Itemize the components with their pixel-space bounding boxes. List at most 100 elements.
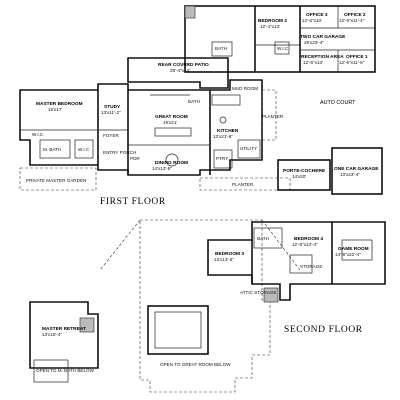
rear-patio-outline (127, 57, 229, 89)
room-label-master-bedroom: MASTER BEDROOM (36, 101, 83, 107)
label-powder: PDR (130, 156, 140, 161)
second-floor-title: SECOND FLOOR (284, 325, 363, 335)
label-planter-front: PLANTER (232, 182, 254, 187)
room-label-master-retreat: MASTER RETREAT (42, 326, 86, 332)
room-label-office1: OFFICE 1 (346, 54, 368, 60)
room-dim-bedroom2: 12'-4"x13' (260, 24, 280, 29)
room-dim-master-bedroom: 15'x17' (48, 107, 62, 112)
upstairs-bedroom-wing: BEDROOM 3 13'x13'-6" BEDROOM 4 12'-8"x13… (207, 221, 386, 303)
room-label-reception: RECEPTION AREA (301, 54, 344, 60)
room-label-office3: OFFICE 3 (306, 12, 328, 18)
label-master-wic: W.I.C (78, 147, 90, 152)
room-dim-one-car-garage: 13'x23'-4" (340, 172, 360, 177)
room-dim-rear-patio: 28'-4"x14' (170, 68, 190, 73)
open-to-great-room-inner (154, 311, 202, 349)
room-label-game-room: GAME ROOM (338, 246, 369, 252)
room-dim-two-car-garage: 28'x23'-4" (304, 40, 324, 45)
bath-box (211, 41, 233, 57)
room-dim-master-retreat: 13'x15'-4" (42, 332, 62, 337)
label-open-to-master-bath: OPEN TO M. BATH BELOW (36, 368, 95, 373)
room-dim-porte-cochere: 14'x20' (292, 174, 306, 179)
master-retreat-stair (79, 317, 95, 333)
label-master-bath: M. BATH (43, 147, 61, 152)
label-open-to-great-room: OPEN TO GREAT ROOM BELOW (160, 362, 231, 367)
room-dim-kitchen: 13'x21'-8" (213, 134, 233, 139)
room-label-one-car-garage: ONE CAR GARAGE (334, 166, 379, 172)
first-floor-title: FIRST FLOOR (100, 197, 166, 207)
office-wing-outline (184, 5, 376, 73)
room-dim-office2: 12'-6"x11'-4" (339, 18, 365, 23)
hatch-corner (184, 5, 196, 19)
label-mud-room: MUD ROOM (232, 86, 258, 91)
room-dim-bedroom4: 12'-8"x13'-4" (292, 242, 318, 247)
second-floor: OPEN TO GREAT ROOM BELOW BEDROOM 3 13'x1… (29, 219, 386, 393)
label-foyer: FOYER (103, 133, 120, 138)
room-dim-reception: 12'-6"x13' (303, 60, 323, 65)
office-wing: BEDROOM 2 12'-4"x13' OFFICE 3 12'-6"x10'… (184, 5, 376, 73)
label-entry-porch: ENTRY PORCH (103, 150, 136, 155)
open-to-great-room: OPEN TO GREAT ROOM BELOW (147, 305, 231, 367)
room-label-dining-room: DINING ROOM (155, 160, 188, 166)
label-wic-master-closet: W.I.C (32, 132, 44, 137)
porte-cochere: PORTE-COCHERE 14'x20' (277, 159, 331, 191)
master-retreat-outline (29, 301, 99, 369)
label-utility: UTILITY (240, 146, 257, 151)
one-car-garage-outline (331, 147, 383, 195)
room-label-study: STUDY (104, 104, 121, 110)
bath-upstairs-box (253, 227, 283, 249)
room-dim-office1: 12'-6"x11'-6" (339, 60, 365, 65)
open-to-master-bath-box (33, 359, 69, 383)
master-wic-box (74, 139, 94, 159)
kitchen-sink (219, 116, 227, 124)
master-retreat: MASTER RETREAT 13'x15'-4" OPEN TO M. BAT… (29, 301, 99, 383)
room-label-office2: OFFICE 2 (344, 12, 366, 18)
room-dim-office3: 12'-6"x10' (302, 18, 322, 23)
label-wic-upper: W.I.C (277, 46, 289, 51)
label-bath-upper: BATH (215, 46, 227, 51)
room-dim-study: 13'x11'-2" (101, 110, 121, 115)
master-bath-box (39, 139, 71, 159)
porte-cochere-outline (277, 159, 331, 191)
label-storage: STORAGE (300, 264, 322, 269)
label-planter-side: PLANTER (262, 114, 284, 119)
private-garden: PRIVATE MASTER GARDEN (19, 167, 97, 191)
main-house-outline (19, 79, 263, 176)
game-table (341, 239, 373, 261)
room-dim-game-room: 14'-8"x22'-4" (335, 252, 361, 257)
room-label-great-room: GREAT ROOM (155, 114, 188, 120)
room-label-bedroom4: BEDROOM 4 (294, 236, 323, 242)
rear-patio: REAR COVERD PATIO 28'-4"x14' (127, 57, 229, 89)
utility-box (237, 139, 261, 159)
label-bath-kitchen-hall: BATH (188, 99, 200, 104)
label-bath-upstairs: BATH (257, 236, 269, 241)
main-house: MASTER BEDROOM 15'x17' STUDY 13'x11'-2" … (19, 79, 263, 176)
label-private-garden: PRIVATE MASTER GARDEN (26, 178, 86, 183)
room-label-bedroom2: BEDROOM 2 (258, 18, 287, 24)
planter-side (261, 89, 277, 141)
first-floor: BEDROOM 2 12'-4"x13' OFFICE 3 12'-6"x10'… (19, 5, 383, 207)
dining-table (165, 153, 179, 167)
label-attic-storage: ATTIC STORAGE (240, 290, 277, 295)
label-pantry: PTRY (216, 156, 228, 161)
wic-upstairs-box (289, 254, 313, 274)
pantry-box (213, 149, 233, 169)
planter-front (199, 177, 291, 191)
roof-outline (139, 219, 271, 393)
great-room-hearth (154, 127, 192, 137)
room-label-bedroom3: BEDROOM 3 (215, 251, 244, 257)
stair-hatch (263, 287, 279, 303)
kitchen-island (211, 94, 241, 106)
upstairs-wing-outline (207, 221, 386, 301)
room-label-rear-patio: REAR COVERD PATIO (158, 62, 209, 68)
one-car-garage: ONE CAR GARAGE 13'x23'-4" (331, 147, 383, 195)
room-label-two-car-garage: TWO CAR GARAGE (300, 34, 346, 40)
room-dim-dining-room: 14'x13'-8" (152, 166, 172, 171)
wic-box (274, 41, 290, 55)
room-dim-great-room: 19'x21' (163, 120, 177, 125)
private-garden-outline (19, 167, 97, 191)
open-to-great-room-box (147, 305, 209, 355)
label-auto-court: AUTO COURT (320, 100, 356, 106)
room-dim-bedroom3: 13'x13'-6" (214, 257, 234, 262)
room-label-kitchen: KITCHEN (217, 128, 239, 134)
